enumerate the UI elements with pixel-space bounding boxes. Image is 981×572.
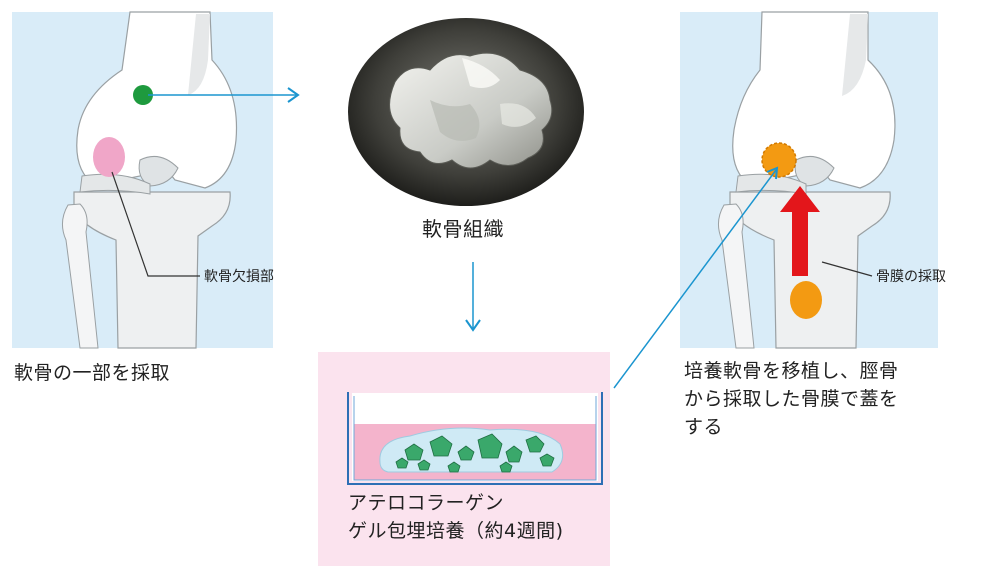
periosteum-leader-line: [821, 261, 873, 277]
step4-caption-line1: 培養軟骨を移植し、脛骨: [684, 360, 899, 382]
graft-site-marker: [761, 142, 797, 178]
culture-label-line1: アテロコラーゲン: [348, 492, 505, 514]
periosteum-harvest-label: 骨膜の採取: [876, 269, 946, 285]
cartilage-tissue-label: 軟骨組織: [422, 217, 504, 241]
culture-down-arrow: [465, 262, 481, 332]
step4-caption-line2: から採取した骨膜で蓋を: [684, 388, 899, 410]
cartilage-tissue-image: [348, 18, 584, 206]
culture-label-line2: ゲル包埋培養（約4週間): [348, 520, 564, 542]
left-knee-bones: [62, 11, 238, 349]
defect-leader-line: [111, 171, 200, 277]
harvest-site-marker: [133, 85, 153, 105]
harvest-arrow: [148, 87, 300, 103]
cultured-cells: [395, 433, 555, 473]
culture-dish: [347, 392, 603, 485]
cartilage-defect-label: 軟骨欠損部: [204, 269, 274, 285]
step1-caption: 軟骨の一部を採取: [14, 362, 171, 384]
transplant-arrow: [613, 166, 779, 389]
periosteum-transfer-arrow: [780, 186, 820, 276]
step4-caption-line3: する: [684, 416, 724, 438]
cartilage-defect-marker: [93, 137, 125, 177]
periosteum-harvest-marker: [790, 281, 822, 319]
